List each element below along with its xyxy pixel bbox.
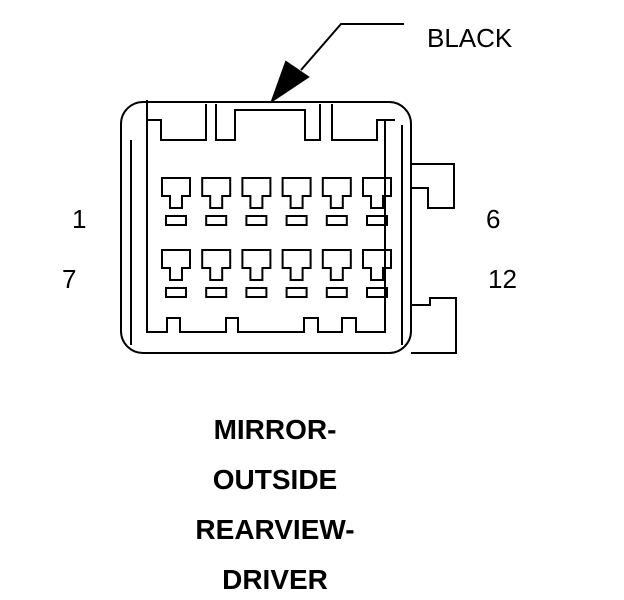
caption-line-3: REARVIEW-	[195, 514, 355, 545]
pin-cavity-5	[321, 177, 352, 209]
pin-terminal-slot-2	[205, 215, 228, 226]
pin-cavity-6	[362, 177, 392, 209]
pin-terminal-slot-6	[366, 215, 388, 226]
housing-lip	[130, 125, 403, 345]
wire-color-label: BLACK	[427, 23, 513, 53]
pin-terminal-slot-9	[245, 287, 268, 298]
pin-terminal-slot-3	[245, 215, 268, 226]
pin-terminal-slot-7	[165, 287, 187, 298]
pin-cavities	[161, 177, 392, 298]
pin-cavity-4	[281, 177, 312, 209]
pin-cavity-10	[281, 249, 312, 281]
pin-cavity-3	[241, 177, 272, 209]
pin-label-1: 1	[72, 204, 87, 234]
pin-terminal-slot-4	[285, 215, 308, 226]
pin-terminal-slot-12	[366, 287, 388, 298]
upper-latch-tab	[411, 163, 455, 209]
pin-cavity-9	[241, 249, 272, 281]
callout-leader	[300, 23, 404, 71]
caption-line-4: DRIVER	[222, 564, 328, 595]
lower-latch-tab	[411, 297, 457, 354]
connector-housing	[120, 101, 412, 354]
pin-cavity-8	[201, 249, 232, 281]
pin-label-12: 12	[488, 264, 517, 294]
pin-cavity-7	[161, 249, 191, 281]
pin-cavity-1	[161, 177, 191, 209]
callout-arrowhead	[270, 60, 310, 104]
pin-cavity-2	[201, 177, 232, 209]
caption-line-1: MIRROR-	[213, 414, 337, 445]
pin-terminal-slot-1	[165, 215, 187, 226]
pin-terminal-slot-11	[325, 287, 348, 298]
pin-terminal-slot-5	[325, 215, 348, 226]
pin-terminal-slot-8	[205, 287, 228, 298]
caption-line-2: OUTSIDE	[212, 464, 338, 495]
pin-label-7: 7	[62, 264, 77, 294]
pin-terminal-slot-10	[285, 287, 308, 298]
pin-label-6: 6	[486, 204, 501, 234]
pin-cavity-11	[321, 249, 352, 281]
pin-cavity-12	[362, 249, 392, 281]
connector-cavity	[146, 100, 395, 333]
